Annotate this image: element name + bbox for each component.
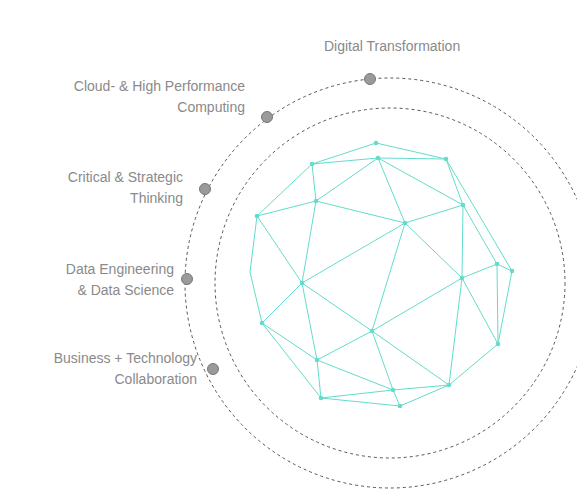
orbit-dot xyxy=(262,112,273,123)
topic-label: Digital Transformation xyxy=(324,36,460,57)
wire-vertex xyxy=(496,342,501,347)
orbit-dot xyxy=(208,364,219,375)
wire-vertex xyxy=(447,383,452,388)
wire-edge xyxy=(372,278,462,331)
wire-edge xyxy=(302,201,316,283)
wire-vertex xyxy=(376,156,381,161)
wire-edge xyxy=(393,385,449,390)
wire-vertex xyxy=(460,276,465,281)
wire-edge xyxy=(449,344,498,385)
wire-vertex xyxy=(314,199,319,204)
wire-edge xyxy=(316,158,378,201)
wire-edge xyxy=(378,158,463,205)
wire-edge xyxy=(372,331,449,385)
topic-label: Business + Technology Collaboration xyxy=(39,348,197,390)
wire-vertex xyxy=(495,262,500,267)
wire-vertex xyxy=(510,269,515,274)
wire-edge xyxy=(302,283,317,360)
wire-edge xyxy=(497,264,512,271)
wire-edge xyxy=(321,398,400,406)
wire-edge xyxy=(405,223,462,278)
wire-edge xyxy=(312,143,376,164)
wire-edge xyxy=(312,164,316,201)
wire-edge xyxy=(376,143,446,159)
wire-edge xyxy=(317,360,321,398)
wire-vertex xyxy=(310,162,315,167)
orbit-dot xyxy=(182,274,193,285)
wire-edge xyxy=(393,390,400,406)
wire-edge xyxy=(463,205,497,264)
wire-vertex xyxy=(370,329,375,334)
inner-orbit xyxy=(215,108,565,458)
topic-label: Data Engineering & Data Science xyxy=(54,259,174,301)
wire-edge xyxy=(378,158,446,159)
wire-vertex xyxy=(300,281,305,286)
wire-edge xyxy=(462,278,498,344)
wire-edge xyxy=(449,278,462,385)
wire-edge xyxy=(316,201,405,223)
wire-edge xyxy=(262,323,321,398)
wire-edge xyxy=(317,331,372,360)
orbit-dot xyxy=(200,184,211,195)
wire-edge xyxy=(446,159,512,271)
wire-edge xyxy=(262,283,302,323)
wire-edge xyxy=(378,158,405,223)
wire-edge xyxy=(257,164,312,216)
wire-vertex xyxy=(319,396,324,401)
wire-edge xyxy=(400,385,449,406)
wire-vertex xyxy=(315,358,320,363)
topic-label: Critical & Strategic Thinking xyxy=(61,167,183,209)
wire-edge xyxy=(250,272,262,323)
wire-vertex xyxy=(461,203,466,208)
wire-vertex xyxy=(398,404,403,409)
wire-edge xyxy=(446,159,463,205)
wire-vertex xyxy=(255,214,260,219)
wire-vertex xyxy=(403,221,408,226)
orbit-dot xyxy=(365,74,376,85)
wire-edge xyxy=(462,205,463,278)
polyhedron xyxy=(250,141,514,409)
wire-edge xyxy=(262,323,317,360)
wire-vertex xyxy=(391,388,396,393)
wire-vertex xyxy=(444,157,449,162)
wire-vertex xyxy=(374,141,379,146)
wire-edge xyxy=(321,390,393,398)
wire-edge xyxy=(405,205,463,223)
outer-orbit xyxy=(185,78,577,488)
wire-edge xyxy=(498,271,512,344)
wire-vertex xyxy=(260,321,265,326)
wire-edge xyxy=(372,331,393,390)
wire-edge xyxy=(302,283,372,331)
topic-label: Cloud- & High Performance Computing xyxy=(55,76,245,118)
wire-edge xyxy=(317,360,393,390)
wire-edge xyxy=(257,216,302,283)
wire-edge xyxy=(462,264,497,278)
wire-edge xyxy=(497,264,498,344)
orbit-dots xyxy=(182,74,376,375)
wire-edge xyxy=(250,216,257,272)
wire-edge xyxy=(257,201,316,216)
